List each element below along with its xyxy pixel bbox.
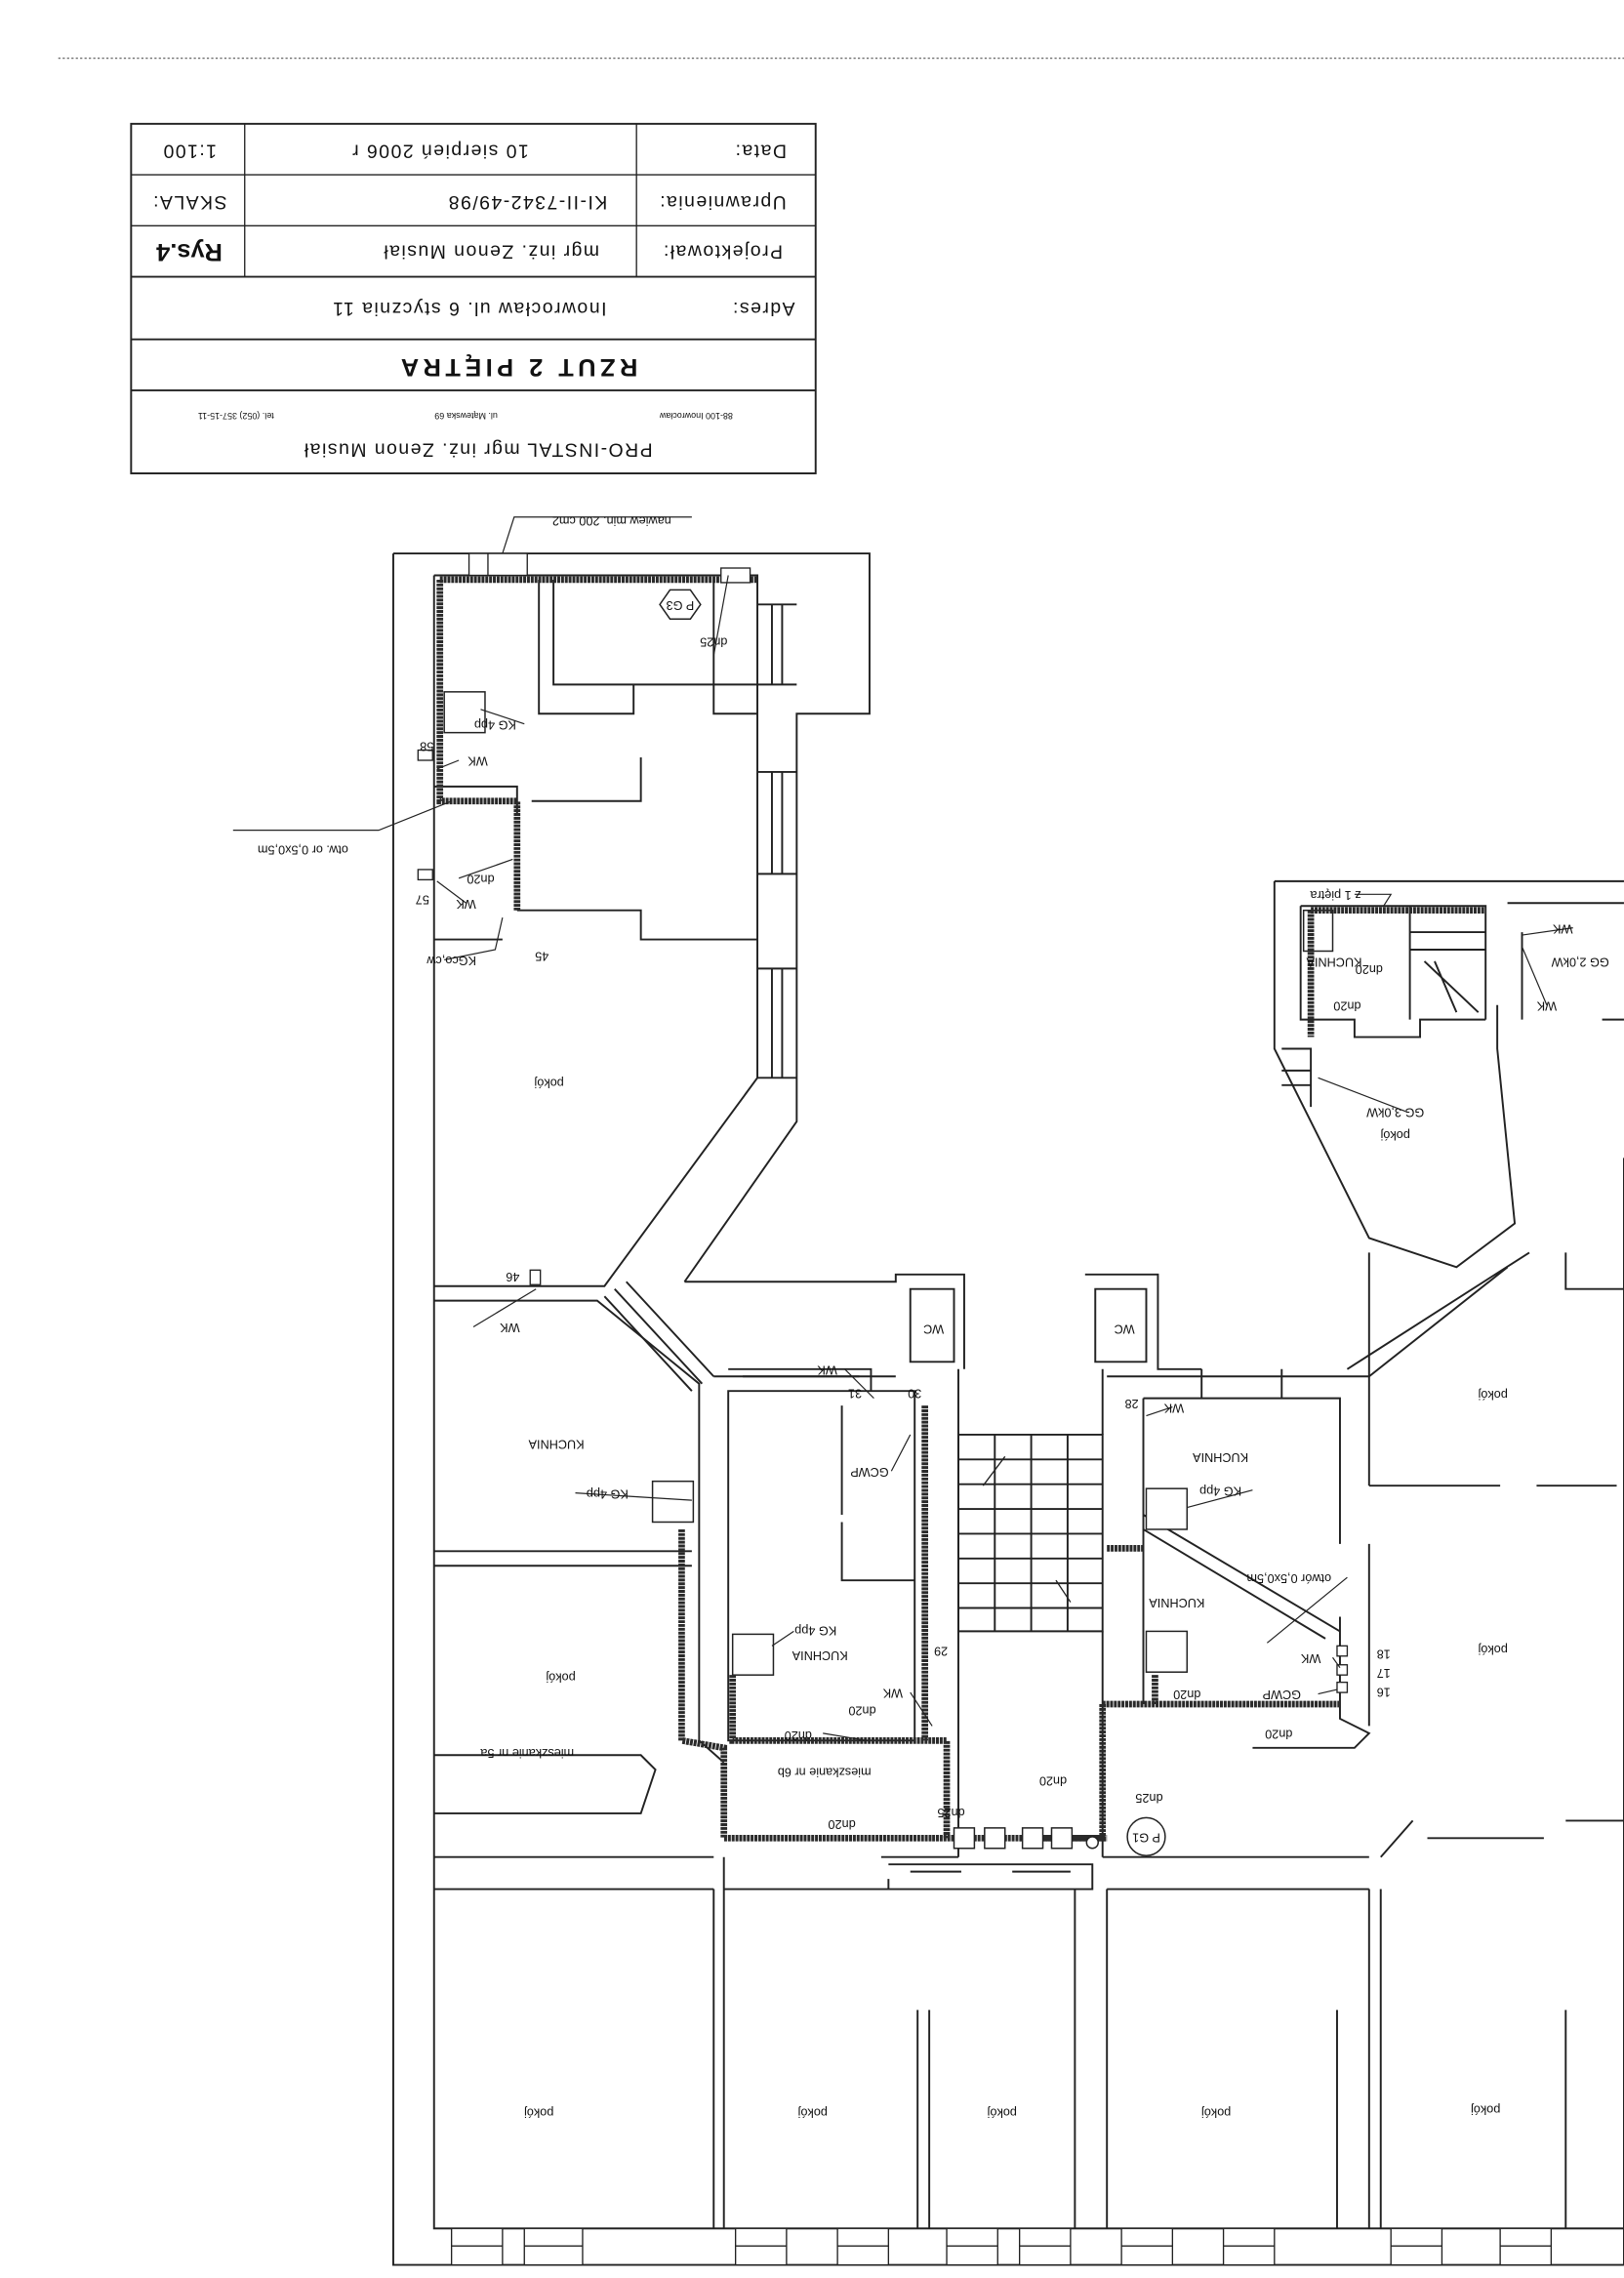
riser-label: P G3 <box>667 598 695 612</box>
riser-pg3-marker <box>659 589 702 620</box>
pipe-diameter-label: dn25 <box>937 1806 964 1819</box>
apartment-label: mieszkanie nr 6b <box>778 1765 872 1778</box>
apartment-label: mieszkanie nr 5a <box>479 1746 574 1760</box>
stove-icon <box>443 691 486 734</box>
stove-label: KG 4pp <box>1199 1484 1241 1497</box>
flue-label: WK <box>1300 1651 1320 1665</box>
company-city: 88-100 Inowrocław <box>659 411 733 421</box>
heater-label: GG 2,0kW <box>1552 956 1609 969</box>
drawing-number: Rys.4 <box>156 238 223 265</box>
room-label: pokój <box>1201 2106 1231 2120</box>
room-label: KUCHNIA <box>1193 1450 1249 1464</box>
flue-number: 46 <box>506 1270 519 1283</box>
flue-label: WK <box>817 1363 837 1376</box>
leader-lines <box>232 516 1573 1741</box>
opening-note: otwór 0,5x0,5m <box>1246 1571 1331 1585</box>
flue-number: 57 <box>416 892 429 906</box>
company-street: ul. Mątewska 69 <box>434 411 498 421</box>
scale-value: 1:100 <box>162 141 217 162</box>
riser-from-floor-label: z 1 piętra <box>1309 888 1360 902</box>
flue-label: WK <box>500 1321 520 1334</box>
room-label: KUCHNIA <box>528 1438 585 1451</box>
riser-pg1-marker <box>1126 1816 1166 1856</box>
pipe-diameter-label: dn20 <box>828 1817 855 1831</box>
riser-label: P G1 <box>1132 1830 1160 1844</box>
room-label: KUCHNIA <box>792 1648 848 1662</box>
pipe-diameter-label: dn20 <box>1173 1688 1200 1701</box>
flue-label: WK <box>467 754 488 768</box>
building-walls <box>391 552 1624 2266</box>
flue-label: WK <box>882 1687 903 1700</box>
date-label: Data: <box>734 141 787 162</box>
room-label: pokój <box>524 2106 553 2120</box>
address-value: Inowrocław ul. 6 stycznia 11 <box>332 298 607 319</box>
permissions-label: Uprawnienia: <box>659 191 787 213</box>
stove-icon <box>1145 1630 1189 1673</box>
title-block: Data: 10 sierpień 2006 r Uprawnienia: KI… <box>130 122 817 474</box>
pipe-diameter-label: dn20 <box>1333 998 1360 1012</box>
room-label: pokój <box>988 2106 1017 2120</box>
boiler-label: KGco,cw <box>426 954 476 967</box>
pipe-diameter-label: dn25 <box>1135 1791 1162 1805</box>
room-label: pokój <box>1471 2103 1500 2117</box>
company-phone: tel. (052) 357-15-11 <box>198 411 274 421</box>
flue-number: 31 <box>848 1386 862 1400</box>
stove-icon <box>1145 1487 1189 1530</box>
room-label: WC <box>1115 1322 1135 1336</box>
flue-number: 18 <box>1377 1647 1391 1660</box>
designer-value: mgr inż. Zenon Musiał <box>383 241 599 263</box>
heater-label: GCWP <box>1263 1688 1301 1701</box>
scale-label: SKALA: <box>152 191 227 213</box>
pipe-diameter-label: dn25 <box>700 634 727 648</box>
stove-label: KG 4pp <box>587 1486 629 1500</box>
pipe-diameter-label: dn20 <box>1356 962 1383 976</box>
flue-label: WK <box>456 897 476 911</box>
address-label: Adres: <box>732 298 795 319</box>
flue-number: 17 <box>1377 1666 1391 1680</box>
room-label: pokój <box>546 1670 575 1684</box>
heater-label: GG 3,0kW <box>1366 1105 1424 1119</box>
flue-number: 45 <box>535 950 548 963</box>
room-label: pokój <box>534 1076 563 1089</box>
flue-number: 16 <box>1377 1685 1391 1698</box>
gas-meters <box>953 1827 1099 1850</box>
pipe-diameter-label: dn20 <box>1039 1773 1067 1787</box>
pipe-diameter-label: dn20 <box>1265 1728 1292 1741</box>
company-name: PRO-INSTAL mgr inż. Zenon Musiał <box>303 439 652 461</box>
gas-stoves <box>443 691 1334 1676</box>
opening-note: otw. or 0,5x0,5m <box>258 843 348 857</box>
stove-icon <box>651 1480 695 1524</box>
pipe-diameter-label: dn20 <box>848 1704 875 1718</box>
room-label: WC <box>923 1322 944 1336</box>
vent-note: nawiew min. 200 cm2 <box>552 513 671 527</box>
flue-label: WK <box>1536 998 1557 1012</box>
pipe-diameter-label: dn20 <box>467 873 494 886</box>
room-label: pokój <box>1479 1643 1508 1656</box>
flue-label: WK <box>1553 921 1573 935</box>
drawing-title: RZUT 2 PIĘTRA <box>396 353 637 381</box>
stove-icon <box>731 1633 775 1676</box>
room-label: pokój <box>1479 1388 1508 1402</box>
flue-number: 30 <box>908 1386 921 1400</box>
plan-labels: nawiew min. 200 cm2 P G3 dn25 KG 4pp WK … <box>258 513 1609 2119</box>
room-label: pokój <box>798 2106 828 2120</box>
designer-label: Projektował: <box>662 241 783 263</box>
room-label: KUCHNIA <box>1306 956 1362 969</box>
flue-number: 28 <box>1125 1397 1139 1410</box>
gas-pipes <box>436 576 1486 1842</box>
flue-label: WK <box>1163 1401 1184 1414</box>
room-label: pokój <box>1381 1128 1410 1142</box>
stove-label: KG 4pp <box>474 717 516 731</box>
flue-number: 29 <box>934 1644 948 1657</box>
riser-markers <box>417 567 1349 1856</box>
stove-label: KG 4pp <box>794 1624 836 1638</box>
room-label: KUCHNIA <box>1149 1596 1205 1609</box>
permissions-value: KI-II-7342-49/98 <box>447 191 607 213</box>
windows-bottom <box>450 552 1553 2266</box>
pipe-diameter-label: dn20 <box>785 1729 812 1742</box>
date-value: 10 sierpień 2006 r <box>351 141 529 162</box>
heater-label: GCWP <box>850 1465 888 1479</box>
flue-number: 58 <box>420 740 433 753</box>
